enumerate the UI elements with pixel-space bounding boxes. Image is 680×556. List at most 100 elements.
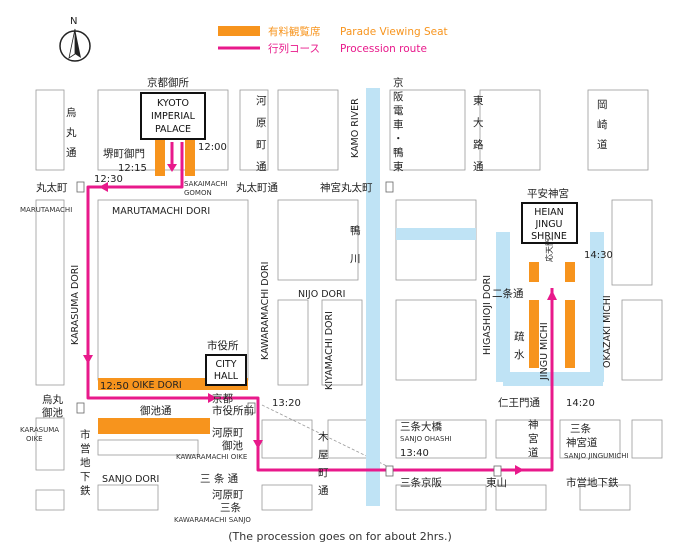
sosui-label: 疏 水 (514, 330, 525, 361)
svg-text:市: 市 (80, 428, 91, 441)
seat-heian-2 (565, 262, 575, 282)
svg-text:丸: 丸 (66, 126, 77, 139)
oike-dori-en: OIKE DORI (132, 380, 182, 391)
nijo-dori-en: NIJO DORI (298, 289, 345, 300)
otenmon-label: 応天門 (544, 238, 554, 262)
svg-text:川: 川 (350, 253, 361, 265)
svg-text:河: 河 (256, 95, 267, 107)
svg-text:烏: 烏 (66, 106, 77, 119)
higashioji-street-vertical: 東 大 路 通 (473, 94, 484, 173)
karasuma-dori-en: KARASUMA DORI (70, 265, 81, 345)
svg-text:原: 原 (256, 117, 267, 129)
duration-caption: (The procession goes on for about 2hrs.) (228, 530, 452, 543)
svg-text:・: ・ (393, 133, 404, 145)
svg-text:地: 地 (80, 456, 91, 469)
station-marutamachi (76, 181, 85, 193)
sanjo-ohashi-en: SANJO OHASHI (400, 435, 452, 443)
arrow-up-jingumichi (547, 290, 557, 300)
oike-dori-jp: 御池通 (140, 404, 172, 417)
svg-text:町: 町 (318, 467, 329, 479)
jingu-michi-jp-vertical: 神 宮 道 (528, 418, 539, 459)
jingu-michi-en: JINGU MICHI (539, 322, 550, 381)
city-hall-box: 市役所 CITY HALL (205, 339, 247, 386)
station-markers (76, 181, 502, 477)
arrow-down-karasuma (83, 355, 93, 364)
seat-jingu-2 (565, 300, 575, 368)
kawaramachi-oike-en: KAWARAMACHI OIKE (176, 453, 247, 461)
svg-text:阪: 阪 (393, 90, 404, 103)
street-grid (35, 89, 663, 511)
arrow-right-sanjo (515, 465, 524, 475)
svg-text:通: 通 (66, 147, 77, 159)
legend-seat-jp: 有料観覧席 (268, 25, 321, 38)
sanjo-keihan-jp: 三条京阪 (400, 476, 442, 489)
sakaimachi-gate-en-1: SAKAIMACHI (184, 180, 228, 188)
canal-east-west (396, 228, 476, 240)
marutamachi-en-left: MARUTAMACHI (20, 206, 72, 214)
svg-text:道: 道 (528, 446, 539, 459)
north-arrow-icon: N (59, 16, 91, 62)
kawaramachi-oike-jp-2: 御池 (222, 439, 243, 452)
marutamachi-dori-en: MARUTAMACHI DORI (112, 206, 210, 217)
svg-text:通: 通 (318, 485, 329, 497)
route-arrows (83, 164, 557, 475)
palace-line-1: KYOTO (157, 98, 189, 109)
kawaramachi-street-vertical: 河 原 町 通 (256, 95, 267, 173)
kawaramachi-sanjo-jp-2: 三条 (220, 501, 241, 514)
svg-text:岡: 岡 (597, 99, 608, 111)
higashiyama-jp: 東山 (486, 476, 507, 489)
seat-oike-south (98, 418, 210, 434)
seat-sakaimachi-right (185, 136, 195, 176)
legend-route-en: Procession route (340, 43, 427, 55)
svg-text:路: 路 (473, 138, 484, 151)
city-hall-line-2: HALL (214, 371, 239, 382)
heian-jingu-shrine-box: 平安神宮 HEIAN JINGU SHRINE (521, 187, 578, 244)
kawaramachi-dori-en: KAWARAMACHI DORI (260, 262, 271, 360)
niomon-dori-jp: 仁王門通 (498, 397, 540, 409)
city-hall-line-1: CITY (215, 359, 236, 370)
svg-text:東: 東 (393, 160, 404, 173)
time-1230: 12:30 (94, 174, 123, 185)
marutamachi-dori-jp: 丸太町通 (236, 181, 278, 194)
sakaimachi-gate-en-2: GOMON (184, 189, 212, 197)
station-kyoto-shiyakusho (247, 402, 256, 414)
svg-text:電: 電 (393, 105, 404, 117)
svg-text:町: 町 (256, 139, 267, 151)
legend-route-jp: 行列コース (268, 42, 320, 55)
legend: 有料観覧席 Parade Viewing Seat 行列コース Processi… (218, 25, 448, 55)
arrow-right-oike (208, 393, 217, 403)
north-label: N (70, 16, 77, 27)
shiyakusho-jp: 市役所 (207, 339, 239, 352)
svg-text:大: 大 (473, 116, 484, 129)
time-1215: 12:15 (118, 163, 147, 174)
time-1320: 13:20 (272, 398, 301, 409)
karasuma-oike-en-1: KARASUMA (20, 426, 59, 434)
palace-line-2: IMPERIAL (151, 111, 196, 122)
svg-text:東: 東 (473, 94, 484, 107)
svg-text:木: 木 (318, 431, 329, 443)
kyoto-shiyakusho-mae-1: 京都 (212, 392, 233, 405)
karasuma-oike-jp-2: 御池 (42, 406, 63, 419)
svg-text:疏: 疏 (514, 330, 525, 343)
kyoto-gosho-jp: 京都御所 (147, 76, 189, 89)
kawaramachi-oike-jp-1: 河原町 (212, 427, 244, 439)
seat-heian-1 (529, 262, 539, 282)
karasuma-oike-en-2: OIKE (26, 435, 43, 443)
svg-text:水: 水 (514, 349, 525, 361)
kawaramachi-sanjo-en: KAWARAMACHI SANJO (174, 516, 251, 524)
svg-text:鉄: 鉄 (80, 484, 91, 497)
svg-text:通: 通 (256, 161, 267, 173)
kamo-river (366, 88, 380, 506)
sanjo-dori-en: SANJO DORI (102, 474, 159, 485)
sanjo-dori-jp: 三 条 通 (200, 472, 239, 485)
sanjo-ohashi-jp: 三条大橋 (400, 420, 442, 433)
svg-text:崎: 崎 (597, 118, 608, 131)
sanjo-jingumichi-en: SANJO JINGUMICHI (564, 452, 629, 460)
svg-text:宮: 宮 (528, 432, 539, 445)
nijo-dori-jp: 二条通 (492, 287, 524, 300)
kiyamachi-dori-en: KIYAMACHI DORI (324, 311, 335, 390)
karasuma-street-vertical: 烏 丸 通 (66, 106, 77, 159)
subway-vertical: 市 営 地 下 鉄 (80, 428, 91, 497)
svg-text:屋: 屋 (318, 449, 329, 461)
